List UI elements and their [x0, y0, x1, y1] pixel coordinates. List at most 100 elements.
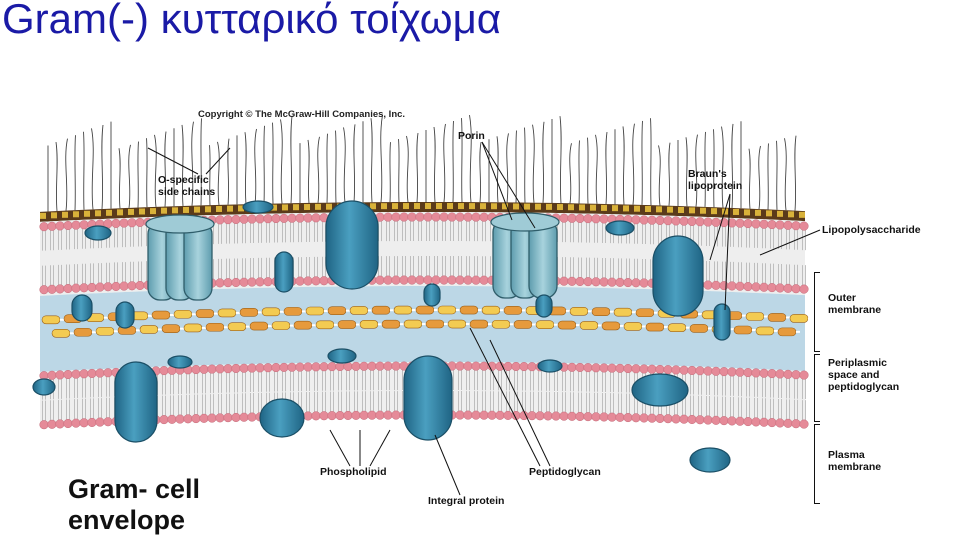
lps-core-unit	[557, 204, 563, 210]
outer-membrane-head	[288, 214, 297, 223]
outer-membrane-head	[440, 213, 449, 222]
label-peptidoglycan: Peptidoglycan	[529, 466, 601, 478]
o-specific-chain	[749, 149, 750, 209]
outer-membrane-head	[792, 284, 801, 293]
lps-core-unit	[194, 207, 200, 213]
outer-membrane-head	[776, 221, 785, 230]
plasma-membrane-head	[784, 370, 793, 379]
peptidoglycan-unit	[250, 322, 268, 330]
o-specific-chain	[606, 132, 607, 204]
outer-membrane-head	[704, 218, 713, 227]
o-specific-chain	[759, 146, 761, 209]
plasma-membrane-head	[488, 411, 497, 420]
o-specific-chain	[417, 133, 418, 202]
peptidoglycan-unit	[756, 327, 774, 335]
periplasmic-protein-small	[538, 360, 562, 372]
peptidoglycan-unit	[624, 322, 642, 330]
lps-core-unit	[645, 206, 651, 212]
plasma-membrane-head	[624, 413, 633, 422]
lps-core-unit	[634, 206, 640, 212]
plasma-membrane-head	[544, 412, 553, 421]
o-specific-chain	[659, 145, 661, 205]
plasma-membrane-head	[536, 411, 545, 420]
outer-membrane-head	[424, 276, 433, 285]
o-specific-chain	[218, 142, 220, 205]
outer-membrane-head	[688, 217, 697, 226]
outer-membrane-head	[752, 220, 761, 229]
peptidoglycan-unit	[558, 321, 576, 329]
lps-core-unit	[568, 204, 574, 210]
plasma-membrane-head	[760, 418, 769, 427]
o-specific-chain	[155, 135, 157, 207]
plasma-membrane-head	[184, 415, 193, 424]
outer-membrane-head	[296, 214, 305, 223]
plasma-membrane-head	[696, 366, 705, 375]
lps-core-unit	[392, 203, 398, 209]
peptidoglycan-unit	[470, 320, 488, 328]
peptidoglycan-unit	[492, 320, 510, 328]
peptidoglycan-unit	[96, 327, 114, 335]
plasma-membrane-head	[376, 411, 385, 420]
outer-membrane-head	[712, 281, 721, 290]
o-specific-chain	[138, 142, 139, 208]
lps-core-unit	[513, 203, 519, 209]
lps-core-unit	[447, 203, 453, 209]
plasma-membrane-head	[392, 362, 401, 371]
o-specific-chain	[453, 121, 454, 202]
peptidoglycan-unit	[338, 321, 356, 329]
plasma-membrane-head	[528, 411, 537, 420]
peptidoglycan-unit	[504, 306, 522, 314]
label-o-specific-side-chains: O-specific side chains	[158, 174, 215, 198]
plasma-membrane-head	[208, 365, 217, 374]
o-specific-chain	[147, 138, 148, 207]
outer-membrane-head	[768, 220, 777, 229]
peptidoglycan-unit	[636, 309, 654, 317]
peptidoglycan-unit	[460, 306, 478, 314]
outer-membrane-head	[304, 214, 313, 223]
lps-core-unit	[590, 205, 596, 211]
lps-core-unit	[755, 210, 761, 216]
plasma-membrane-head	[632, 364, 641, 373]
plasma-membrane-head	[248, 413, 257, 422]
o-specific-chain	[291, 116, 292, 203]
plasma-membrane-head	[96, 369, 105, 378]
plasma-membrane-head	[480, 411, 489, 420]
peptidoglycan-unit	[394, 306, 412, 314]
outer-membrane-head	[792, 221, 801, 230]
outer-membrane-head	[296, 277, 305, 286]
peripheral-protein-low	[690, 448, 730, 472]
peptidoglycan-unit	[284, 307, 302, 315]
lps-core-unit	[205, 206, 211, 212]
plasma-membrane-head	[776, 370, 785, 379]
outer-membrane-head	[136, 218, 145, 227]
peptidoglycan-unit	[328, 307, 346, 315]
outer-membrane-head	[696, 217, 705, 226]
label-plasma-membrane: Plasma membrane	[828, 449, 881, 473]
outer-membrane-head	[264, 277, 273, 286]
outer-membrane-head	[384, 213, 393, 222]
label-lipopolysaccharide: Lipopolysaccharide	[822, 224, 921, 236]
outer-membrane-head	[432, 276, 441, 285]
outer-membrane-head	[224, 215, 233, 224]
lps-core-unit	[51, 212, 57, 218]
plasma-membrane-head	[704, 416, 713, 425]
plasma-membrane-head	[608, 364, 617, 373]
plasma-membrane-head	[104, 368, 113, 377]
lps-core-unit	[117, 209, 123, 215]
outer-membrane-head	[48, 222, 57, 231]
label-brauns-lipoprotein: Braun's lipoprotein	[688, 168, 742, 192]
plasma-membrane-head	[632, 413, 641, 422]
peptidoglycan-unit	[602, 322, 620, 330]
peripheral-protein	[260, 399, 304, 437]
outer-membrane-head	[120, 282, 129, 291]
plasma-membrane-head	[288, 363, 297, 372]
outer-membrane-head	[416, 276, 425, 285]
plasma-membrane-head	[352, 411, 361, 420]
outer-membrane-head	[736, 282, 745, 291]
plasma-membrane-head	[384, 362, 393, 371]
o-specific-chain	[686, 137, 687, 206]
outer-membrane-head	[72, 284, 81, 293]
outer-membrane-head	[256, 278, 265, 287]
plasma-membrane-head	[328, 362, 337, 371]
lps-core-unit	[95, 210, 101, 216]
